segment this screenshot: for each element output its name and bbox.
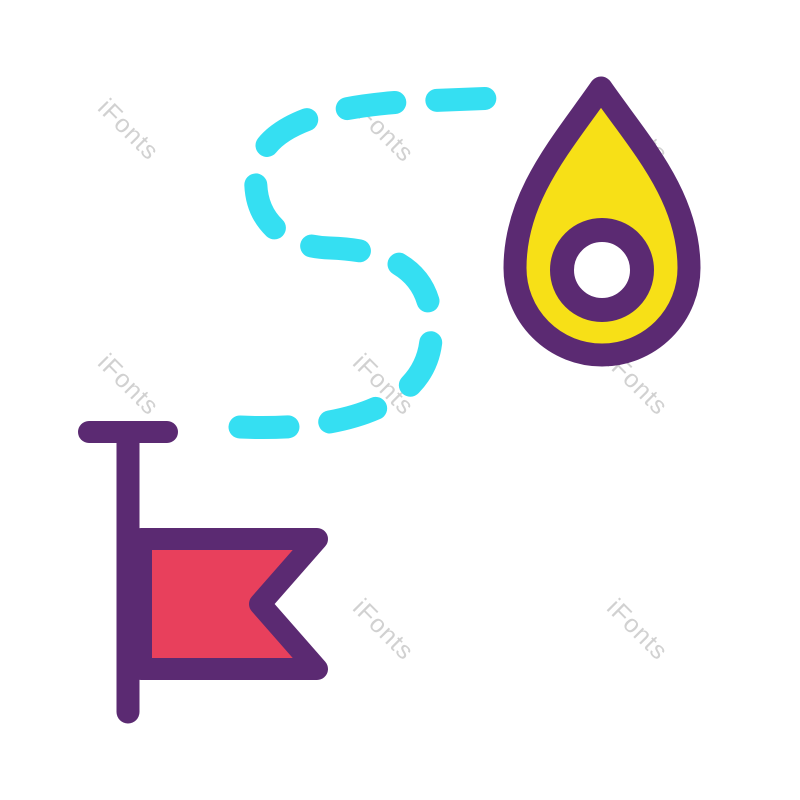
pin-ring bbox=[550, 218, 654, 322]
location-pin-icon bbox=[503, 76, 701, 367]
dashed-route-path bbox=[228, 85, 534, 439]
flag-icon bbox=[78, 421, 328, 724]
flag-banner bbox=[130, 528, 328, 680]
